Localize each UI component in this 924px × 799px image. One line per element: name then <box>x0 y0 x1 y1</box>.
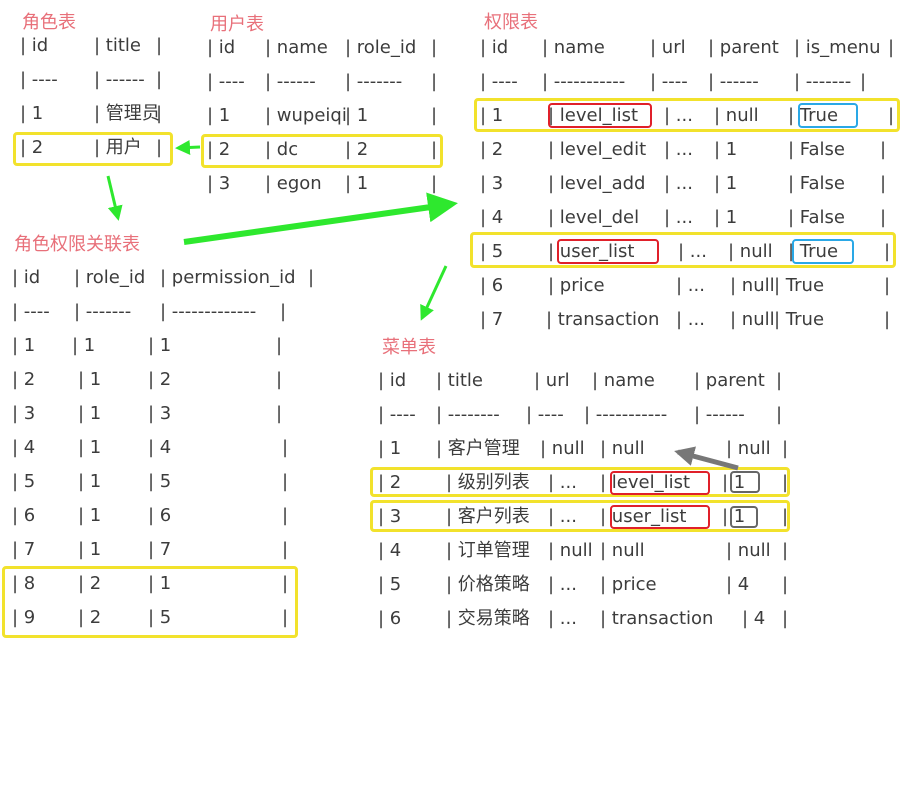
arrow-parent-to-menu-1 <box>674 446 739 471</box>
permission-user-list-row-highlight <box>470 232 896 268</box>
user-table-title: 用户表 <box>210 14 264 35</box>
user-list-name-box <box>557 239 659 264</box>
table-row: | 1 | 客户管理 | null | null | null | <box>378 438 789 459</box>
table-row: | id | role_id | permission_id | <box>12 267 315 288</box>
table-row: | 6 | 1 | 6 | <box>12 505 289 526</box>
menu-user-list-name-box <box>610 505 710 529</box>
role-user-row-highlight <box>13 132 173 166</box>
table-row: | 5 | 1 | 5 | <box>12 471 289 492</box>
role-permission-table-title: 角色权限关联表 <box>14 234 140 255</box>
table-row: | ---- | ----------- | ---- | ------ | -… <box>480 71 867 92</box>
table-row: | 7 | 1 | 7 | <box>12 539 289 560</box>
table-row: | 7 | transaction | ... | null | True | <box>480 309 891 330</box>
arrows-layer <box>106 139 739 471</box>
menu-parent-1-box <box>730 471 760 493</box>
table-row: | 3 | 客户列表 | ... | user_list | 1 | <box>378 506 789 527</box>
table-row: | 6 | price | ... | null | True | <box>480 275 891 296</box>
arrow-permission-to-menu <box>420 265 448 321</box>
arrow-user-to-role <box>175 139 201 155</box>
table-row: | ---- | ------ | <box>20 69 163 90</box>
table-row: | 1 | wupeiqi | 1 | <box>207 105 438 126</box>
table-row: | 3 | 1 | 3 | <box>12 403 283 424</box>
menu-level-list-name-box <box>610 471 710 495</box>
table-row: | 5 | user_list | ... | null | True | <box>480 241 891 262</box>
table-row: | 3 | level_add | ... | 1 | False | <box>480 173 887 194</box>
role-table-title: 角色表 <box>22 12 76 33</box>
permission-table-title: 权限表 <box>484 12 538 33</box>
table-row: | ---- | ------- | ------------- | <box>12 301 287 322</box>
table-row: | 4 | 订单管理 | null | null | null | <box>378 540 789 561</box>
permission-level-list-row-highlight <box>474 98 900 132</box>
arrow-role-to-role-permission <box>106 175 123 221</box>
table-row: | 6 | 交易策略 | ... | transaction | 4 | <box>378 608 789 629</box>
table-row: | 8 | 2 | 1 | <box>12 573 289 594</box>
level-list-name-box <box>548 103 652 128</box>
level-list-is-menu-box <box>798 103 858 128</box>
menu-level-list-row-highlight <box>370 467 790 497</box>
table-row: | 3 | egon | 1 | <box>207 173 438 194</box>
table-row: | id | title | <box>20 35 163 56</box>
table-row: | ---- | -------- | ---- | ----------- |… <box>378 404 783 425</box>
menu-table-title: 菜单表 <box>382 337 436 358</box>
menu-user-list-row-highlight <box>370 500 790 532</box>
table-row: | ---- | ------ | ------- | <box>207 71 438 92</box>
table-row: | 1 | 1 | 1 | <box>12 335 283 356</box>
role-2-permissions-highlight <box>2 566 298 638</box>
arrow-role-permission-to-permission <box>183 192 458 245</box>
table-row: | 1 | level_list | ... | null | True | <box>480 105 895 126</box>
table-row: | 1 | 管理员 | <box>20 103 163 124</box>
table-row: | id | title | url | name | parent | <box>378 370 783 391</box>
table-row: | id | name | url | parent | is_menu | <box>480 37 895 58</box>
table-row: | 9 | 2 | 5 | <box>12 607 289 628</box>
table-row: | 4 | 1 | 4 | <box>12 437 289 458</box>
table-row: | 2 | 级别列表 | ... | level_list | 1 | <box>378 472 789 493</box>
table-row: | 2 | dc | 2 | <box>207 139 438 160</box>
menu-parent-1-box-b <box>730 506 758 528</box>
table-row: | 2 | 用户 | <box>20 137 163 158</box>
table-row: | 2 | 1 | 2 | <box>12 369 283 390</box>
table-row: | 2 | level_edit | ... | 1 | False | <box>480 139 887 160</box>
table-row: | 4 | level_del | ... | 1 | False | <box>480 207 887 228</box>
table-row: | 5 | 价格策略 | ... | price | 4 | <box>378 574 789 595</box>
user-dc-row-highlight <box>201 134 443 168</box>
table-row: | id | name | role_id | <box>207 37 438 58</box>
user-list-is-menu-box <box>792 239 854 264</box>
